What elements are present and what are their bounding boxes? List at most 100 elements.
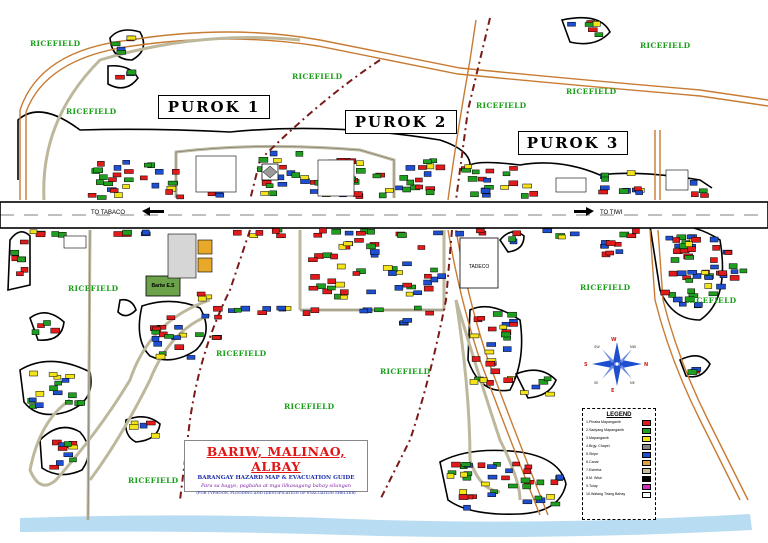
chapel-icon <box>262 165 278 179</box>
house-marker <box>716 283 726 290</box>
house-marker <box>56 460 64 466</box>
east-arrow-icon <box>574 207 594 216</box>
house-marker <box>487 326 497 332</box>
house-marker <box>691 236 701 243</box>
house-marker <box>61 378 70 383</box>
house-marker <box>700 193 709 198</box>
house-marker <box>87 193 97 198</box>
border-line-west <box>179 59 381 501</box>
house-marker <box>122 229 132 236</box>
house-marker <box>336 263 346 270</box>
house-marker <box>374 307 384 313</box>
legend-swatch <box>642 452 651 458</box>
house-marker <box>174 344 185 350</box>
house-marker <box>600 185 610 191</box>
ricefield-label: RICEFIELD <box>66 107 117 116</box>
house-marker <box>308 285 319 291</box>
house-marker <box>43 320 51 326</box>
house-marker <box>108 177 117 182</box>
house-marker <box>124 177 134 183</box>
house-marker <box>708 291 719 297</box>
house-marker <box>378 192 387 199</box>
compass-sw: SW <box>594 345 600 349</box>
legend-swatch <box>642 428 651 434</box>
house-marker <box>258 157 269 163</box>
house-marker <box>53 374 62 380</box>
house-marker <box>50 327 60 334</box>
house-marker <box>124 169 134 174</box>
legend-item-label: 9.Tulay <box>586 484 598 488</box>
house-marker <box>710 264 719 270</box>
house-marker <box>271 228 280 234</box>
house-marker <box>99 174 108 180</box>
house-marker <box>684 255 694 260</box>
house-marker <box>739 268 748 274</box>
house-marker <box>594 32 604 37</box>
house-marker <box>54 380 62 386</box>
house-marker <box>459 489 467 495</box>
house-marker <box>687 270 697 275</box>
house-marker <box>505 468 513 474</box>
house-marker <box>626 233 637 239</box>
house-marker <box>701 270 709 275</box>
house-marker <box>483 177 492 183</box>
river <box>20 514 752 538</box>
house-marker <box>179 332 188 338</box>
house-marker <box>344 230 354 236</box>
legend-item-label: 3.Mapanganib <box>586 436 609 440</box>
house-marker <box>406 179 415 186</box>
house-marker <box>512 230 521 237</box>
house-marker <box>110 41 121 47</box>
house-marker <box>372 173 382 179</box>
house-marker <box>255 230 264 236</box>
house-marker <box>520 477 531 484</box>
map-title-box: BARIW, MALINAO, ALBAY BARANGAY HAZARD MA… <box>184 440 368 495</box>
house-marker <box>730 269 739 274</box>
legend-swatch <box>642 492 651 498</box>
house-marker <box>103 181 114 186</box>
house-marker <box>114 192 123 198</box>
ricefield-label: RICEFIELD <box>128 476 179 485</box>
house-marker <box>49 464 59 470</box>
house-marker <box>543 376 552 382</box>
house-marker <box>615 249 624 254</box>
house-marker <box>402 282 412 288</box>
house-marker <box>122 160 130 165</box>
house-marker <box>276 233 286 239</box>
compass-se: SE <box>594 381 598 385</box>
house-marker <box>310 274 320 280</box>
house-marker <box>710 257 718 263</box>
road-purok3-short <box>654 130 661 200</box>
house-marker <box>269 190 277 197</box>
house-marker <box>687 246 696 252</box>
house-marker <box>493 462 501 467</box>
house-marker <box>356 231 366 236</box>
house-marker <box>52 390 63 396</box>
house-marker <box>685 278 694 283</box>
house-marker <box>660 289 670 296</box>
ricefield-label: RICEFIELD <box>292 72 343 81</box>
school-annex <box>197 257 213 273</box>
house-marker <box>676 270 687 277</box>
ricefield-label: RICEFIELD <box>580 283 631 292</box>
house-marker <box>260 191 269 196</box>
house-marker <box>569 231 580 237</box>
house-marker <box>556 474 564 481</box>
house-marker <box>276 305 287 311</box>
house-marker <box>77 400 86 406</box>
legend-item: 3.Mapanganib <box>583 434 655 442</box>
house-marker <box>691 191 699 197</box>
house-marker <box>433 230 443 236</box>
house-marker <box>486 342 496 347</box>
house-marker <box>335 281 345 288</box>
house-marker <box>343 241 353 247</box>
house-marker <box>415 184 423 190</box>
house-marker <box>195 332 204 337</box>
house-marker <box>477 316 486 321</box>
house-marker <box>487 474 498 480</box>
house-marker <box>425 310 434 316</box>
house-marker <box>214 314 222 320</box>
house-marker <box>356 268 366 274</box>
house-marker <box>485 168 495 174</box>
